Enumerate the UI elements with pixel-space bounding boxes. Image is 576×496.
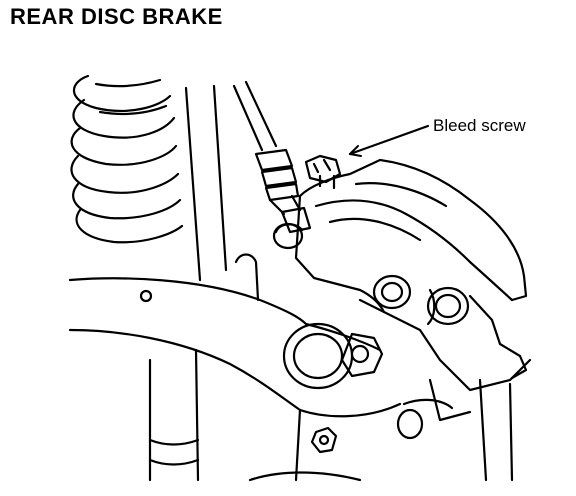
- bleed-screw: [304, 154, 342, 190]
- knuckle: [234, 253, 362, 482]
- lower-control-arm: [68, 277, 402, 418]
- bleed-screw-label: Bleed screw: [433, 116, 526, 135]
- shock-absorber: [148, 84, 228, 482]
- caliper-mount-bolts: [372, 274, 470, 326]
- diagram-title: REAR DISC BRAKE: [10, 4, 223, 29]
- caliper-bracket: [358, 294, 532, 482]
- arm-pivot-bolt: [282, 322, 384, 390]
- lower-small-bolt: [310, 426, 338, 454]
- hose-banjo-bolt: [272, 222, 304, 250]
- caliper-body: [294, 158, 528, 314]
- coil-spring: [70, 74, 184, 244]
- callout-leader: [348, 124, 430, 157]
